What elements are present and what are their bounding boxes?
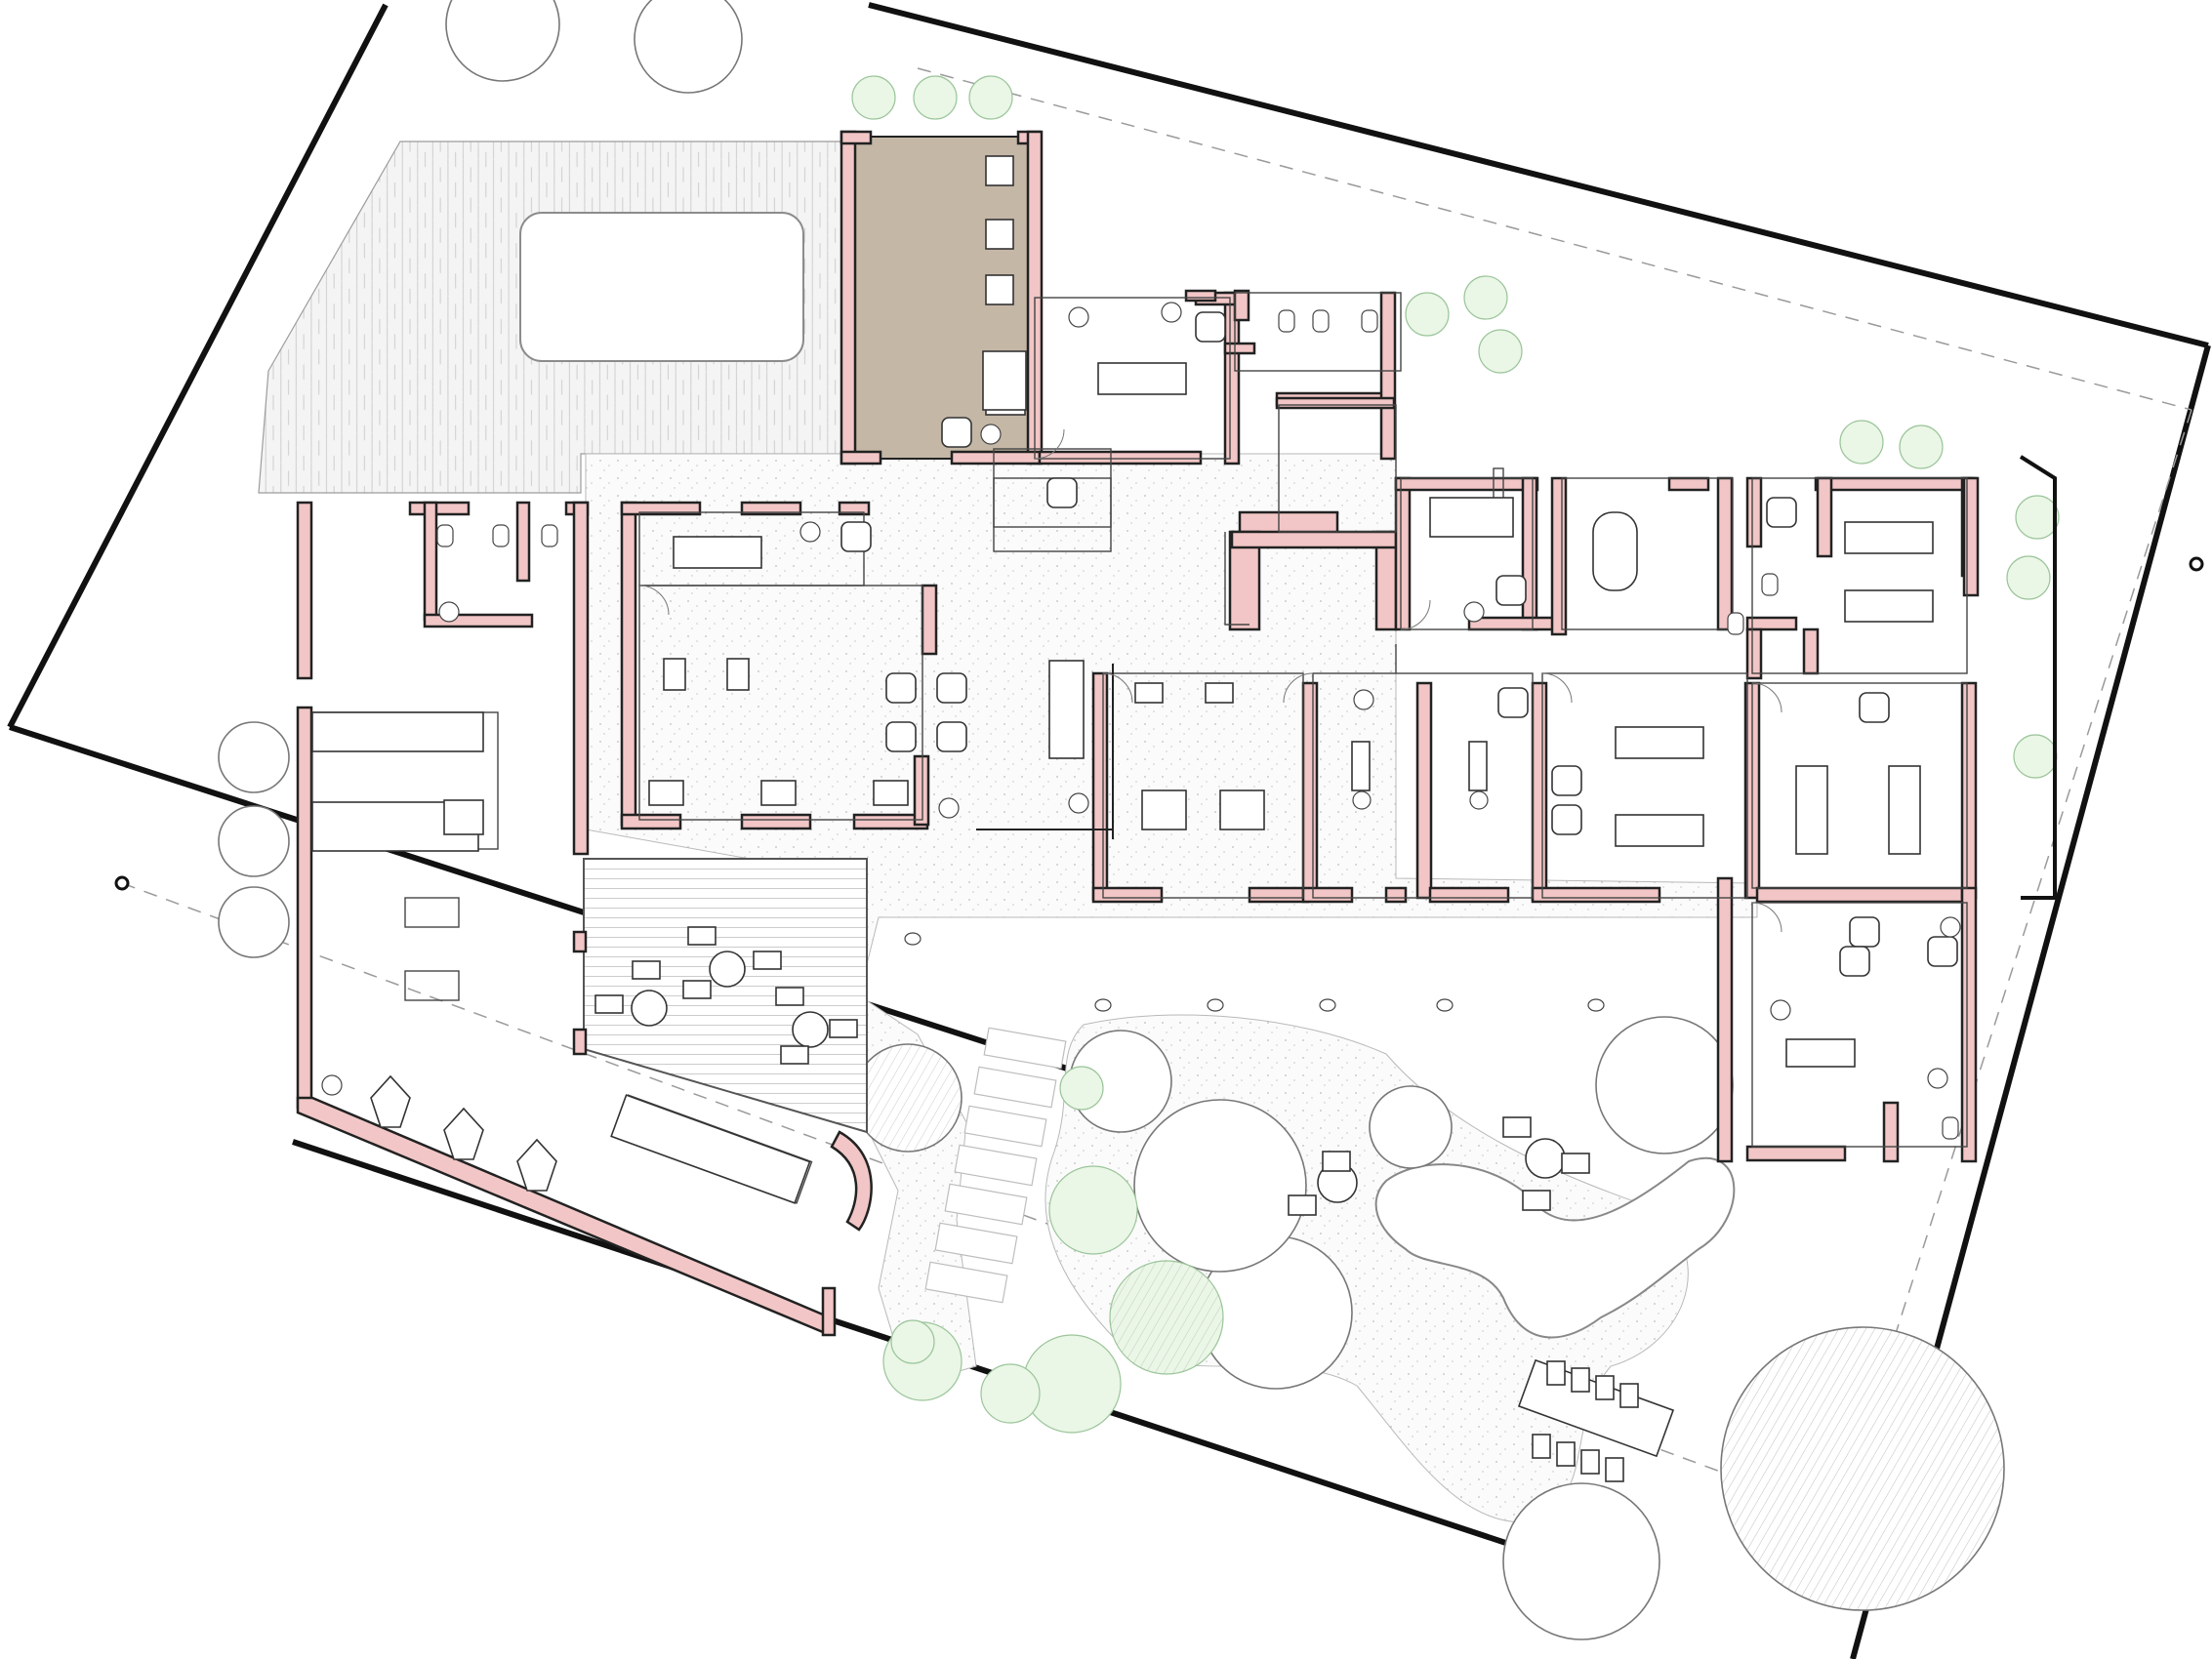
- armchair-icon: [840, 311, 1958, 977]
- deck-furniture: [594, 926, 858, 1065]
- survey-point: [114, 875, 130, 891]
- stool-icon: [370, 1074, 557, 1192]
- sofa-icon: [982, 350, 1027, 411]
- toilet-icon: [436, 309, 1959, 1140]
- stepping-stones: [924, 1027, 1067, 1304]
- pool: [519, 212, 804, 362]
- door-swings: [638, 428, 1782, 933]
- garden-edge: [2019, 455, 2057, 900]
- garden-pond: [1374, 1156, 1736, 1339]
- bollard-icon: [904, 932, 1605, 1012]
- survey-point: [2189, 556, 2204, 572]
- paved-court: [258, 141, 845, 494]
- table-icon: [311, 711, 1675, 1458]
- bath-icon: [1592, 511, 1638, 591]
- sofa-icon: [1048, 660, 1085, 759]
- workstation-icon: [1141, 741, 1489, 830]
- garden-furniture: [1288, 1116, 1639, 1482]
- plant-icon: [321, 302, 1961, 1096]
- wooden-deck: [583, 858, 868, 1134]
- interior-partitions: [311, 292, 1968, 1204]
- reception-desk: [1429, 497, 1514, 538]
- treatment-bed-icon: [673, 362, 1934, 1068]
- tree-icon: [218, 0, 2060, 1640]
